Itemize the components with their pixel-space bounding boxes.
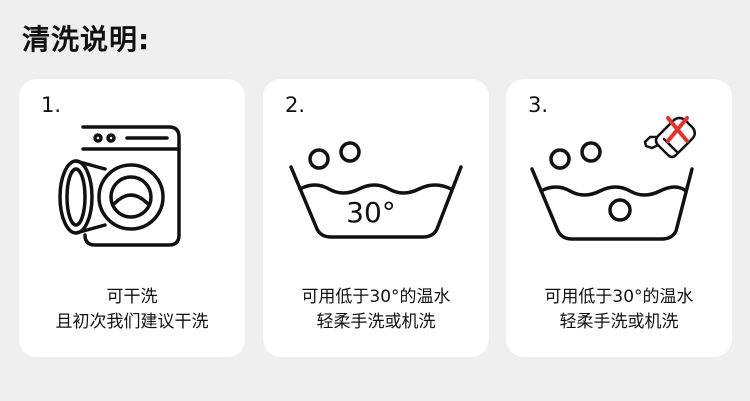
caption: 可用低于30°的温水 轻柔手洗或机洗 [506, 285, 732, 335]
caption: 可用低于30°的温水 轻柔手洗或机洗 [263, 285, 489, 335]
page-title: 清洗说明: [22, 23, 151, 56]
caption-line-2: 轻柔手洗或机洗 [559, 312, 679, 332]
prohibited-x-icon [666, 116, 689, 143]
caption-line-1: 可用低于30°的温水 [301, 287, 451, 307]
caption-line-1: 可干洗 [106, 287, 158, 307]
caption-line-2: 且初次我们建议干洗 [55, 312, 209, 332]
temperature-label: 30° [346, 196, 396, 229]
instruction-card-dry-clean: 1. 可干洗 且初次我们建议干洗 [19, 79, 245, 357]
step-number: 2. [285, 93, 306, 117]
step-number: 3. [528, 93, 549, 117]
caption-line-2: 轻柔手洗或机洗 [316, 312, 436, 332]
washing-machine-icon [58, 125, 181, 247]
caption: 可干洗 且初次我们建议干洗 [19, 285, 245, 335]
instruction-card-no-bleach: 3. 可用低于30°的温水 轻柔手洗或机洗 [506, 79, 732, 357]
step-number: 1. [41, 93, 62, 117]
instruction-card-30-degree: 2. 30° 可用低于30°的温水 轻柔手洗或机洗 [263, 79, 489, 357]
wash-basin-30-icon: 30° [289, 141, 463, 239]
caption-line-1: 可用低于30°的温水 [544, 287, 694, 307]
wash-basin-no-bleach-icon [530, 116, 696, 241]
